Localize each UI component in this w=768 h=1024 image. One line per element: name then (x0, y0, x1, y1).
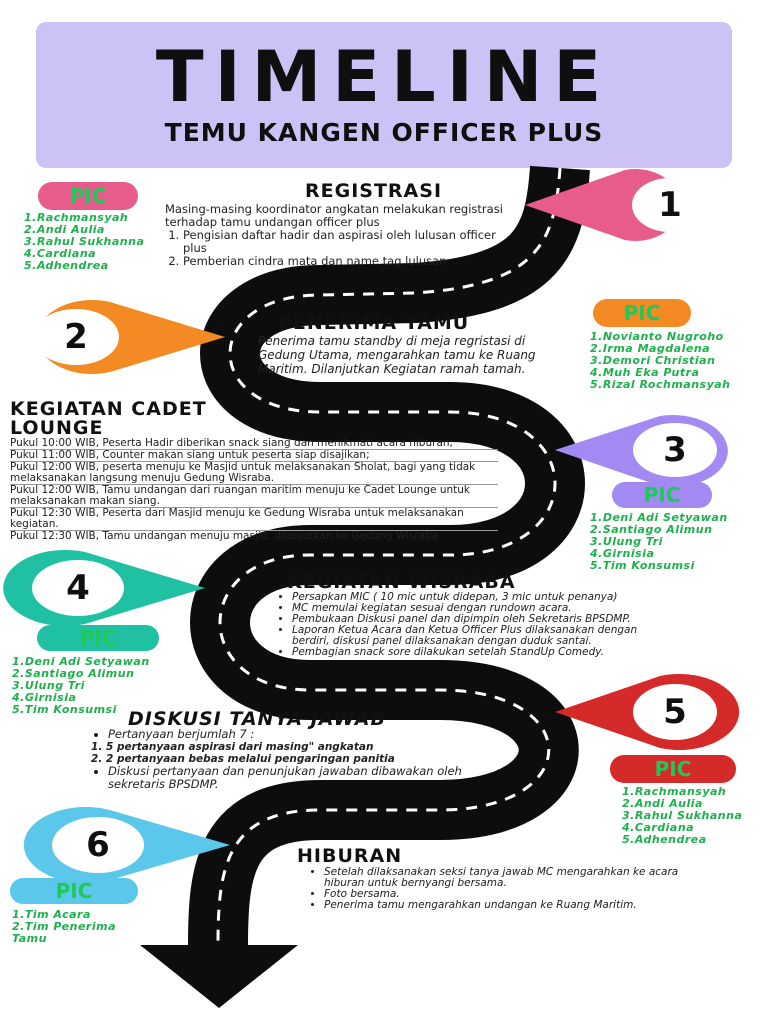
section-title-hiburan: HIBURAN (297, 845, 403, 867)
section-title-lounge: KEGIATAN CADET LOUNGE (10, 398, 207, 439)
pic-name: 4.Girnisia (590, 547, 655, 560)
pic-name: 1.Rachmansyah (622, 785, 727, 798)
pic-name: 3.Ulung Tri (12, 679, 85, 692)
lounge-item: Pukul 12:30 WIB, Peserta dari Masjid men… (10, 508, 498, 531)
section-title-penerima: PENERIMA TAMU (278, 312, 470, 334)
marker-5-pin-icon (555, 673, 740, 750)
marker-2-number: 2 (64, 317, 88, 357)
pic-list-3: 1.Deni Adi Setyawan 2.Santiago Alimun 3.… (590, 512, 728, 572)
pic-name: 3.Demori Christian (590, 354, 716, 367)
diskusi-sub: 5 pertanyaan aspirasi dari masing" angka… (106, 741, 470, 753)
pic-name: 2.Andi Aulia (24, 223, 105, 236)
section-body-penerima: Penerima tamu standby di meja regristasi… (258, 334, 536, 376)
lounge-item: Pukul 12:30 WIB, Tamu undangan menuju ma… (10, 530, 439, 542)
wisraba-item: Persapkan MIC ( 10 mic untuk didepan, 3 … (292, 592, 676, 603)
road-lane-markings (216, 167, 562, 946)
hiburan-item: Penerima tamu mengarahkan undangan ke Ru… (324, 900, 708, 911)
hiburan-item: Setelah dilaksanakan seksi tanya jawab M… (324, 867, 708, 889)
pic-name: 1.Deni Adi Setyawan (12, 655, 150, 668)
page-subtitle: TEMU KANGEN OFFICER PLUS (164, 118, 604, 147)
wisraba-item: Laporan Ketua Acara dan Ketua Officer Pl… (292, 625, 676, 647)
pic-list-4: 1.Deni Adi Setyawan 2.Santiago Alimun 3.… (12, 656, 150, 716)
registrasi-item: Pemberian cindra mata dan name tag lulus… (183, 255, 515, 268)
pic-name: 4.Muh Eka Putra (590, 366, 700, 379)
diskusi-sub: 2 pertanyaan bebas melalui pengaringan p… (106, 753, 470, 765)
pic-name: 1.Deni Adi Setyawan (590, 511, 728, 524)
pic-list-1: 1.Rachmansyah 2.Andi Aulia 3.Rahul Sukha… (24, 212, 144, 272)
pic-badge-5: PIC (610, 755, 736, 783)
section-body-lounge: Pukul 10:00 WIB, Peserta Hadir diberikan… (10, 438, 498, 542)
marker-1-pin-icon (525, 169, 708, 241)
marker-5-number: 5 (663, 692, 687, 732)
registrasi-item: Pengisian daftar hadir dan aspirasi oleh… (183, 229, 515, 255)
pic-name: 5.Adhendrea (24, 259, 109, 272)
diskusi-line: Diskusi pertanyaan dan penunjukan jawaba… (108, 765, 470, 791)
pic-name: 2.Tim Penerima Tamu (12, 920, 116, 945)
pic-name: 3.Rahul Sukhanna (622, 809, 743, 822)
marker-3-number: 3 (663, 430, 687, 470)
hiburan-item: Foto bersama. (324, 889, 708, 900)
section-body-diskusi: Pertanyaan berjumlah 7 : 5 pertanyaan as… (90, 728, 470, 791)
wisraba-item: Pembagian snack sore dilakukan setelah S… (292, 647, 676, 658)
pic-name: 4.Cardiana (622, 821, 695, 834)
registrasi-intro: Masing-masing koordinator angkatan melak… (165, 202, 503, 229)
road-arrow-down-icon (140, 945, 298, 1008)
marker-6-number: 6 (86, 825, 110, 865)
pic-name: 2.Santiago Alimun (12, 667, 135, 680)
section-body-registrasi: Masing-masing koordinator angkatan melak… (165, 203, 515, 268)
pic-name: 5.Adhendrea (622, 833, 707, 846)
pic-name: 2.Andi Aulia (622, 797, 703, 810)
pic-list-6: 1.Tim Acara 2.Tim Penerima Tamu (12, 909, 142, 945)
marker-6-pin-icon (23, 807, 230, 883)
section-title-registrasi: REGISTRASI (305, 180, 443, 202)
pic-badge-3: PIC (612, 482, 712, 508)
pic-name: 1.Rachmansyah (24, 211, 129, 224)
pic-name: 2.Irma Magdalena (590, 342, 711, 355)
pic-badge-2: PIC (593, 299, 691, 327)
marker-4-pin-icon (3, 550, 205, 626)
marker-2-pin-icon (33, 300, 226, 375)
wisraba-item: Pembukaan Diskusi panel dan dipimpin ole… (292, 614, 676, 625)
header-banner (36, 22, 732, 168)
lounge-item: Pukul 12:00 WIB, Tamu undangan dari ruan… (10, 485, 498, 508)
section-body-wisraba: Persapkan MIC ( 10 mic untuk didepan, 3 … (276, 592, 676, 658)
pic-name: 3.Rahul Sukhanna (24, 235, 145, 248)
pic-name: 5.Tim Konsumsi (12, 703, 117, 716)
section-body-hiburan: Setelah dilaksanakan seksi tanya jawab M… (308, 867, 708, 911)
pic-badge-4: PIC (37, 625, 159, 651)
diskusi-line: Pertanyaan berjumlah 7 : (108, 728, 470, 741)
pic-name: 1.Tim Acara (12, 908, 91, 921)
pic-name: 4.Cardiana (24, 247, 97, 260)
pic-list-2: 1.Novianto Nugroho 2.Irma Magdalena 3.De… (590, 331, 731, 391)
wisraba-item: MC memulai kegiatan sesuai dengan rundow… (292, 603, 676, 614)
pic-name: 3.Ulung Tri (590, 535, 663, 548)
pic-name: 4.Girnisia (12, 691, 77, 704)
pic-badge-6: PIC (10, 878, 138, 904)
marker-3-pin-icon (555, 415, 728, 487)
pic-list-5: 1.Rachmansyah 2.Andi Aulia 3.Rahul Sukha… (622, 786, 742, 846)
marker-1-number: 1 (658, 185, 682, 225)
pic-name: 5.Rizal Rochmansyah (590, 378, 731, 391)
pic-name: 2.Santiago Alimun (590, 523, 713, 536)
lounge-item: Pukul 12:00 WIB, peserta menuju ke Masji… (10, 462, 498, 485)
section-title-wisraba: KEGIATAN WISRABA (287, 571, 516, 593)
pic-name: 1.Novianto Nugroho (590, 330, 724, 343)
section-title-diskusi: DISKUSI TANYA JAWAB (128, 708, 386, 730)
page-title: TIMELINE (155, 36, 613, 118)
lounge-item: Pukul 11:00 WIB, Counter makan siang unt… (10, 450, 498, 462)
pic-badge-1: PIC (38, 182, 138, 210)
marker-4-number: 4 (66, 568, 90, 608)
pic-name: 5.Tim Konsumsi (590, 559, 695, 572)
lounge-item: Pukul 10:00 WIB, Peserta Hadir diberikan… (10, 438, 498, 450)
